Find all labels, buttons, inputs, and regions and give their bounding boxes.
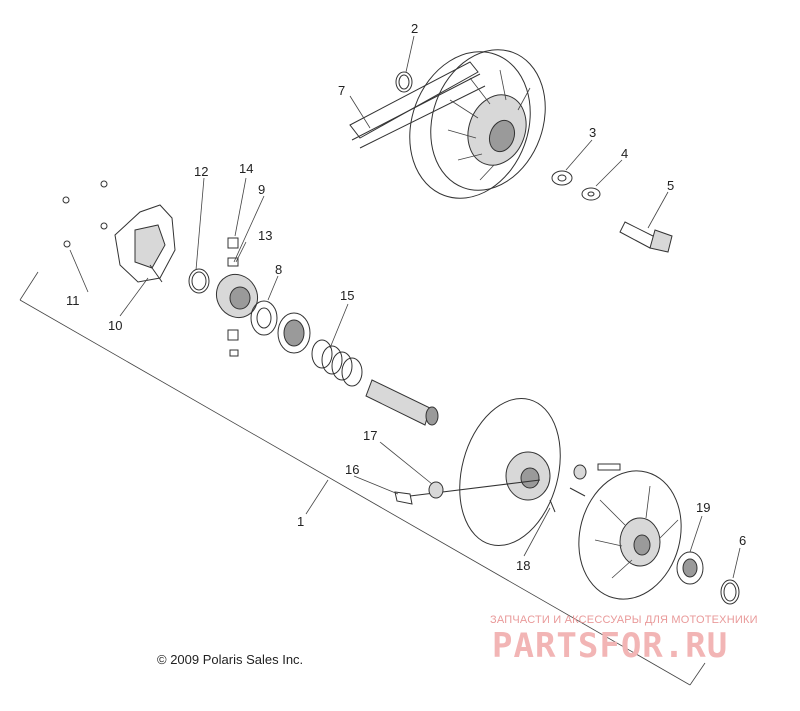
callout-11: 11 bbox=[66, 293, 80, 308]
bearing-plate bbox=[277, 312, 311, 354]
callout-18: 18 bbox=[516, 558, 530, 573]
cover-10 bbox=[114, 204, 176, 283]
callout-13: 13 bbox=[258, 228, 272, 243]
ring-12 bbox=[188, 268, 210, 294]
bearing-19 bbox=[676, 551, 704, 585]
callout-15: 15 bbox=[340, 288, 354, 303]
assembly-bracket bbox=[19, 271, 706, 686]
callout-2: 2 bbox=[411, 21, 418, 36]
spring-15 bbox=[311, 339, 363, 387]
callout-14: 14 bbox=[239, 161, 253, 176]
callout-12: 12 bbox=[194, 164, 208, 179]
watermark-logo: PARTSFOR.RU bbox=[492, 626, 729, 666]
washer-3 bbox=[551, 170, 573, 186]
callout-6: 6 bbox=[739, 533, 746, 548]
callout-5: 5 bbox=[667, 178, 674, 193]
bolt-5 bbox=[619, 221, 673, 253]
callout-4: 4 bbox=[621, 146, 628, 161]
lower-clutch-sheave bbox=[459, 397, 561, 547]
washer-8 bbox=[250, 300, 278, 336]
callout-8: 8 bbox=[275, 262, 282, 277]
leader-lines bbox=[69, 35, 741, 579]
screws-11 bbox=[62, 180, 108, 248]
callout-3: 3 bbox=[589, 125, 596, 140]
pin-18 bbox=[549, 499, 556, 513]
callout-17: 17 bbox=[363, 428, 377, 443]
snap-ring-2 bbox=[395, 71, 413, 93]
callout-7: 7 bbox=[338, 83, 345, 98]
copyright-text: © 2009 Polaris Sales Inc. bbox=[157, 652, 304, 667]
callout-16: 16 bbox=[345, 462, 359, 477]
lower-moveable-sheave bbox=[578, 470, 682, 600]
spider-assembly bbox=[215, 237, 259, 357]
drive-belt bbox=[349, 61, 486, 149]
snap-ring-6 bbox=[720, 579, 740, 605]
upper-clutch-sheave bbox=[409, 49, 546, 199]
shaft bbox=[365, 379, 439, 426]
watermark-subtitle: ЗАПЧАСТИ И АКСЕССУАРЫ ДЛЯ МОТОТЕХНИКИ bbox=[490, 614, 758, 626]
nut-17 bbox=[428, 481, 444, 499]
washer-4 bbox=[581, 187, 601, 201]
callout-9: 9 bbox=[258, 182, 265, 197]
callout-19: 19 bbox=[696, 500, 710, 515]
callout-10: 10 bbox=[108, 318, 122, 333]
callout-labels: 1 2 3 4 5 6 7 8 9 10 11 12 13 14 15 16 1… bbox=[66, 21, 746, 573]
roller-parts bbox=[569, 463, 621, 497]
callout-1: 1 bbox=[297, 514, 304, 529]
